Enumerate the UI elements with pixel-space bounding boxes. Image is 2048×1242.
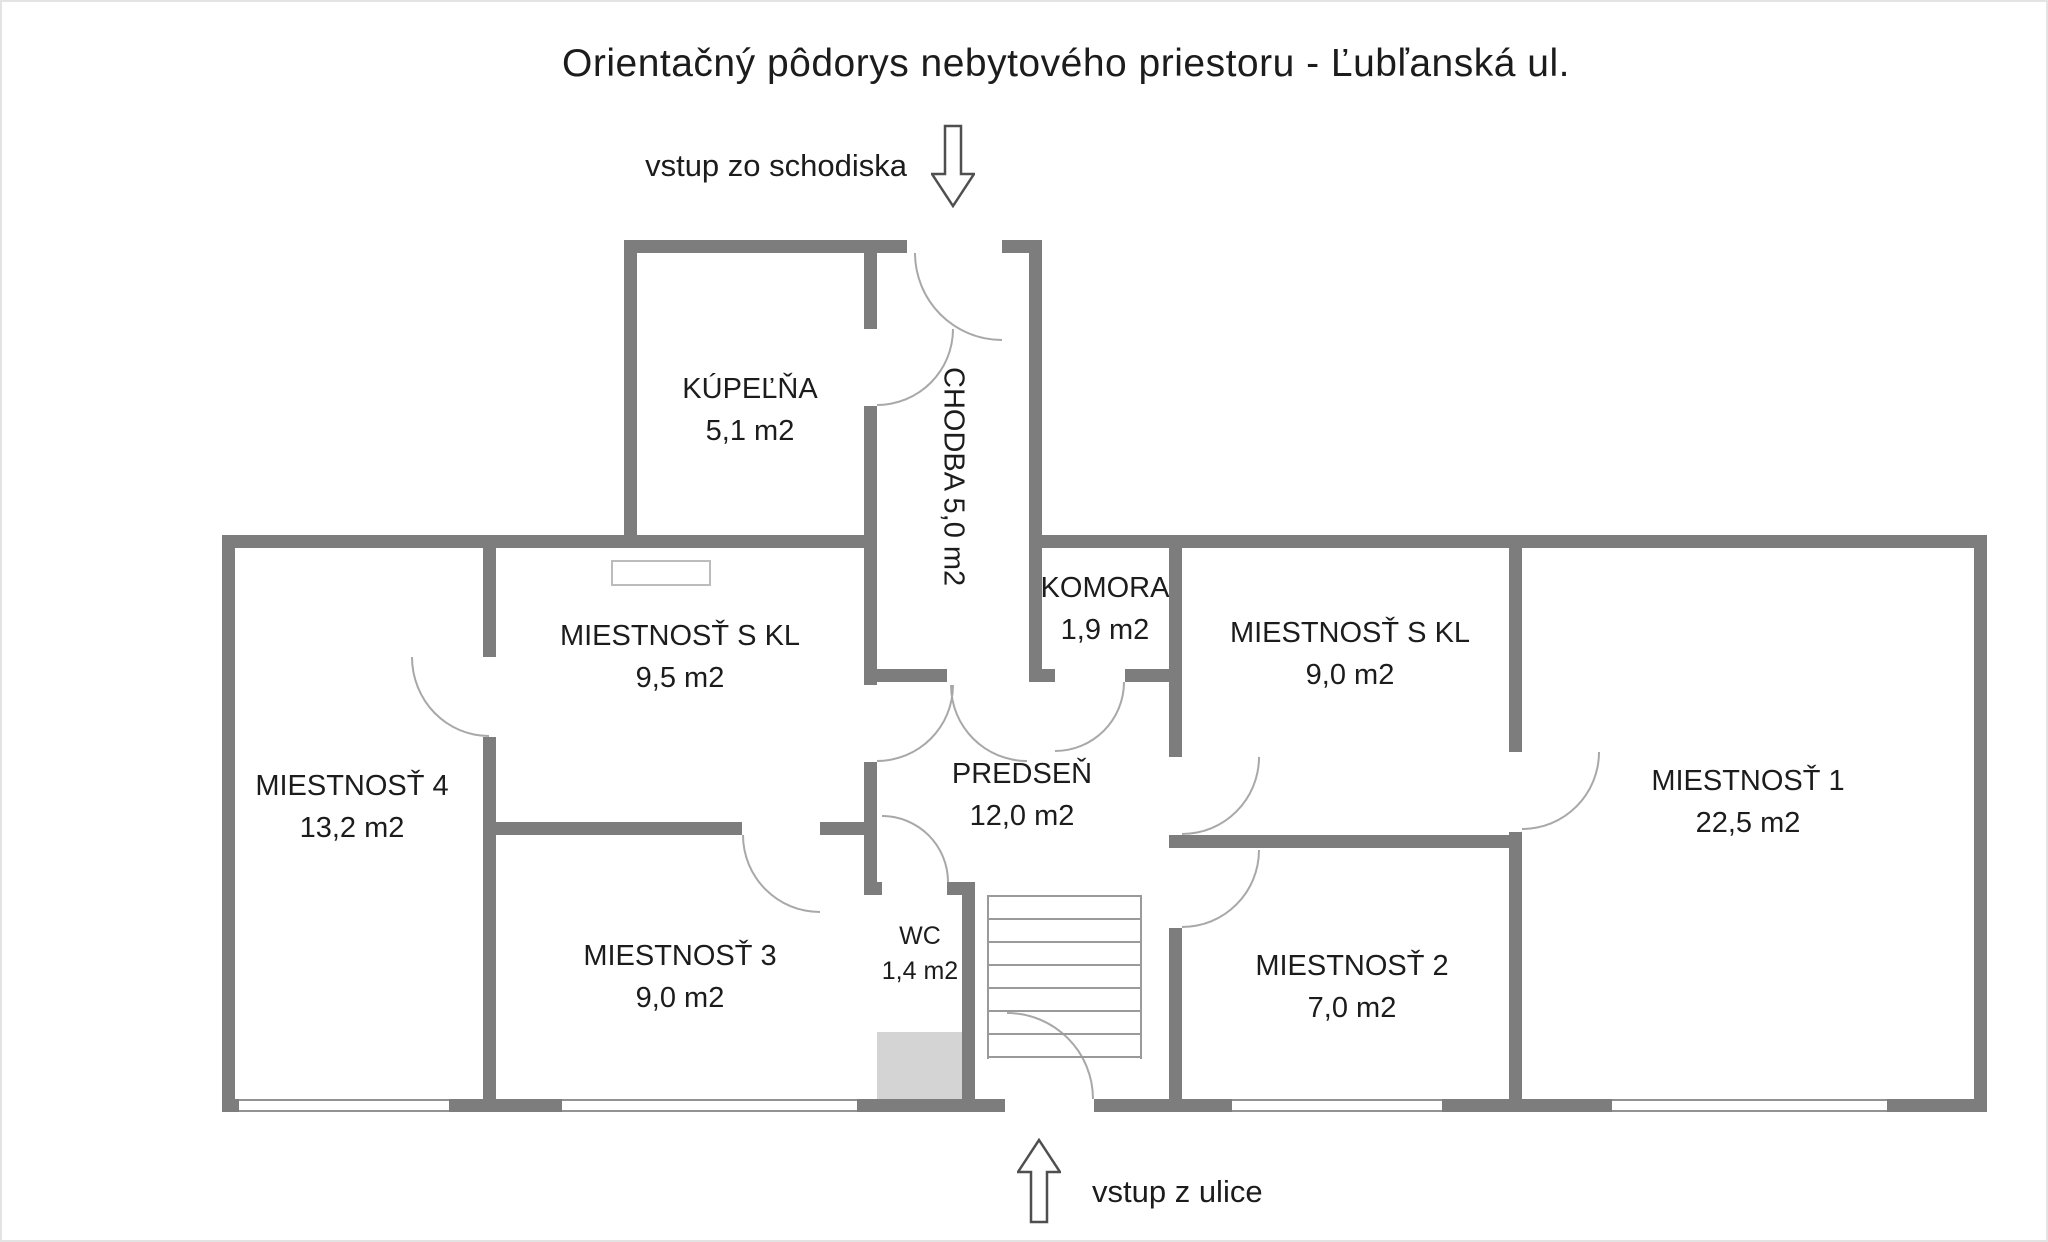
room-area: 13,2 m2: [299, 812, 405, 844]
door-arc: [882, 815, 949, 882]
room-name: MIESTNOSŤ S KL: [1229, 616, 1471, 649]
wall-segment: [1029, 240, 1042, 682]
wall-segment: [1169, 928, 1182, 1112]
radiator-fixture: [611, 560, 711, 586]
door-arc: [1182, 757, 1260, 835]
window: [239, 1099, 449, 1112]
entrance-door-opening: [1005, 1099, 1094, 1112]
window: [562, 1099, 857, 1112]
room-name: KÚPEĽŇA: [682, 372, 818, 405]
door-arc: [742, 835, 820, 913]
wall-segment: [1029, 535, 1987, 548]
room-area: 12,0 m2: [969, 800, 1075, 832]
door-arc: [1055, 682, 1125, 752]
door-arc: [411, 657, 489, 737]
entrance-label-staircase: vstup zo schodiska: [645, 148, 907, 183]
wall-segment: [624, 240, 637, 548]
window: [1612, 1099, 1887, 1112]
wall-segment: [864, 406, 877, 548]
entrance-label-street: vstup z ulice: [1092, 1174, 1263, 1209]
wall-segment: [820, 822, 877, 835]
room-area: 7,0 m2: [1307, 992, 1397, 1024]
room-label-miestnost-s-kl-right: MIESTNOSŤ S KL 9,0 m2: [1230, 612, 1470, 696]
room-name: PREDSEŇ: [951, 757, 1093, 790]
room-area: 9,0 m2: [1305, 659, 1395, 691]
wall-segment: [1509, 535, 1522, 752]
wall-segment: [1182, 835, 1522, 848]
door-arc: [1522, 752, 1600, 830]
wall-segment: [483, 822, 742, 835]
shaded-entry-area: [877, 1032, 962, 1099]
room-name: MIESTNOSŤ 4: [255, 769, 449, 802]
wall-segment: [864, 882, 882, 895]
room-label-miestnost-1: MIESTNOSŤ 1 22,5 m2: [1651, 760, 1844, 844]
room-area: 1,4 m2: [881, 957, 959, 985]
room-label-miestnost-3: MIESTNOSŤ 3 9,0 m2: [583, 935, 776, 1019]
room-label-kupelna: KÚPEĽŇA 5,1 m2: [682, 368, 817, 452]
room-area: 9,0 m2: [635, 982, 725, 1014]
staircase: [987, 895, 1142, 1059]
wall-segment: [864, 240, 877, 329]
wall-segment: [962, 882, 975, 1099]
room-name: WC: [899, 922, 941, 950]
room-label-miestnost-2: MIESTNOSŤ 2 7,0 m2: [1255, 945, 1448, 1029]
wall-segment: [1042, 669, 1055, 682]
wall-segment: [483, 535, 496, 657]
room-name: MIESTNOSŤ 1: [1651, 764, 1845, 797]
wall-segment: [877, 669, 947, 682]
window: [1232, 1099, 1442, 1112]
room-label-miestnost-s-kl-left: MIESTNOSŤ S KL 9,5 m2: [560, 615, 800, 699]
wall-segment: [222, 535, 235, 1112]
door-arc: [1182, 850, 1260, 928]
room-area: 5,1 m2: [705, 415, 795, 447]
room-name: MIESTNOSŤ 2: [1255, 949, 1449, 982]
room-area: 22,5 m2: [1695, 807, 1801, 839]
wall-segment: [1169, 535, 1182, 757]
entrance-arrow-up-icon: [1015, 1137, 1063, 1224]
page-title: Orientačný pôdorys nebytového priestoru …: [562, 42, 1570, 85]
wall-segment: [1169, 835, 1182, 848]
room-label-predsen: PREDSEŇ 12,0 m2: [952, 753, 1092, 837]
wall-segment: [483, 737, 496, 1112]
door-arc: [877, 685, 954, 762]
room-label-komora: KOMORA 1,9 m2: [1041, 567, 1170, 651]
wall-segment: [1974, 535, 1987, 1112]
room-label-wc: WC 1,4 m2: [882, 919, 958, 989]
wall-segment: [1509, 832, 1522, 1112]
room-area: 9,5 m2: [635, 662, 725, 694]
door-arc: [950, 685, 1027, 762]
entrance-arrow-down-icon: [929, 124, 977, 209]
room-label-chodba: CHODBA 5,0 m2: [937, 367, 970, 587]
room-area: 1,9 m2: [1060, 614, 1150, 646]
wall-segment: [624, 240, 907, 253]
room-name: KOMORA: [1040, 571, 1170, 604]
wall-segment: [222, 535, 877, 548]
room-label-miestnost-4: MIESTNOSŤ 4 13,2 m2: [255, 765, 448, 849]
room-name: MIESTNOSŤ S KL: [559, 619, 801, 652]
room-name: MIESTNOSŤ 3: [583, 939, 777, 972]
wall-segment: [1125, 669, 1169, 682]
wall-segment: [864, 548, 877, 685]
